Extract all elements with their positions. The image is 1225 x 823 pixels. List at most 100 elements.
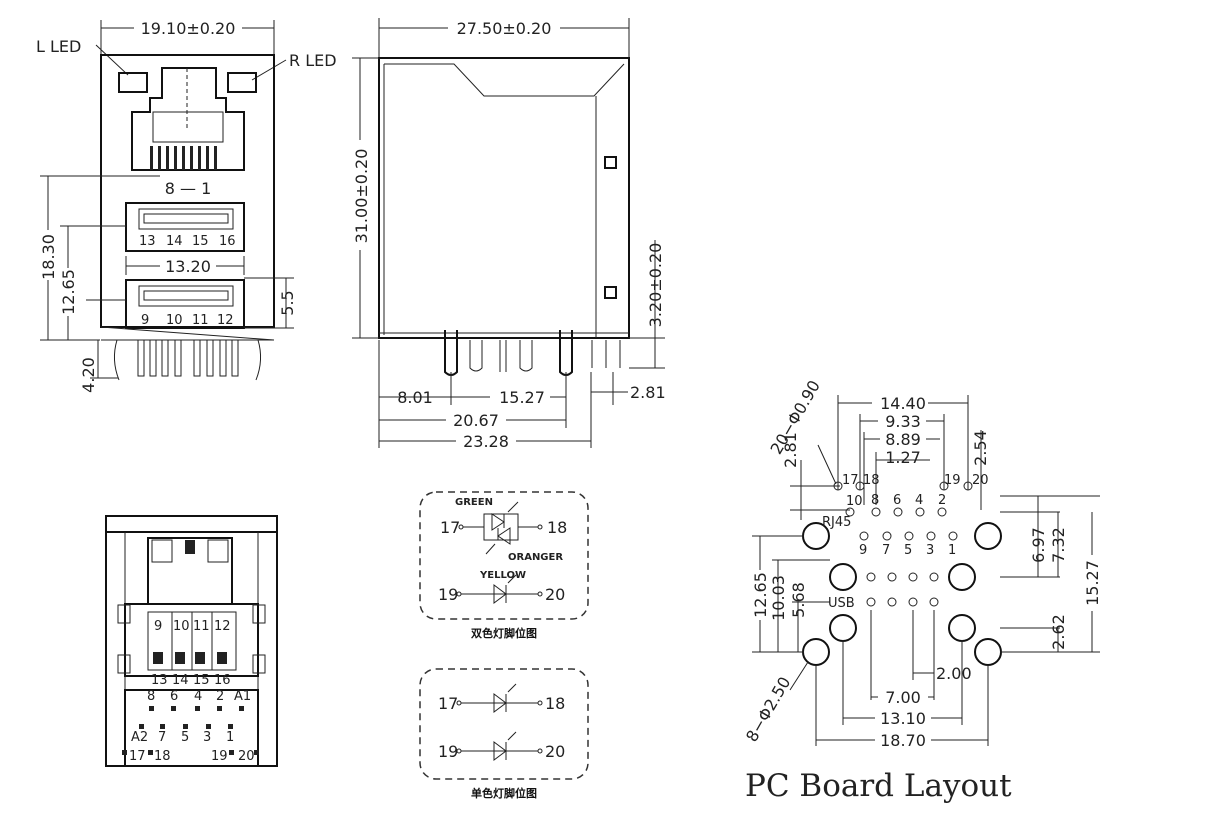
d-10-03: 10.03 xyxy=(769,575,788,621)
pcb-layout: 14.40 9.33 8.89 1.27 2.81 2.54 20−Φ0.90 xyxy=(742,377,1102,804)
side-pins xyxy=(444,330,621,376)
svg-text:20: 20 xyxy=(545,742,565,761)
svg-text:19: 19 xyxy=(438,742,458,761)
svg-text:17: 17 xyxy=(438,694,458,713)
rj45-pin-label: 8 — 1 xyxy=(165,179,212,198)
svg-text:18: 18 xyxy=(863,473,880,488)
d-7-00: 7.00 xyxy=(885,688,921,707)
svg-text:13: 13 xyxy=(139,234,156,249)
d-20-67: 20.67 xyxy=(453,411,499,430)
d-2-81: 2.81 xyxy=(630,383,666,402)
svg-text:1: 1 xyxy=(948,543,956,558)
pcb-large-holes xyxy=(802,522,1002,666)
svg-text:12: 12 xyxy=(217,313,234,328)
bicolor-caption: 双色灯脚位图 xyxy=(471,626,537,640)
d-23-28: 23.28 xyxy=(463,432,509,451)
d-1-27: 1.27 xyxy=(885,448,921,467)
d-6-97: 6.97 xyxy=(1029,527,1048,563)
usb-width-dim: 13.20 xyxy=(165,257,211,276)
svg-text:11: 11 xyxy=(193,619,210,634)
svg-text:10: 10 xyxy=(846,494,863,509)
front-legs xyxy=(100,326,275,381)
d-2-00: 2.00 xyxy=(936,664,972,683)
side-body xyxy=(378,57,630,339)
pcb-title: PC Board Layout xyxy=(745,768,1012,804)
bottom-view: 9 10 11 12 13 14 15 16 8 6 4 2 A1 A2 7 5… xyxy=(105,515,278,767)
svg-text:4: 4 xyxy=(194,689,202,704)
svg-text:20: 20 xyxy=(972,473,989,488)
d-14-40: 14.40 xyxy=(880,394,926,413)
svg-text:20: 20 xyxy=(545,585,565,604)
svg-text:4: 4 xyxy=(915,493,923,508)
svg-text:A2: A2 xyxy=(131,730,148,745)
svg-text:5: 5 xyxy=(181,730,189,745)
d-12-65-pcb: 12.65 xyxy=(751,572,770,618)
svg-text:20: 20 xyxy=(238,749,255,764)
svg-text:16: 16 xyxy=(214,673,231,688)
rj45-label: RJ45 xyxy=(822,515,851,530)
l-led-label: L LED xyxy=(36,37,81,56)
front-width-dim: 19.10±0.20 xyxy=(141,19,236,38)
d-2-81-pcb: 2.81 xyxy=(781,432,800,468)
usb-port-bottom xyxy=(125,279,245,329)
svg-text:A1: A1 xyxy=(234,689,251,704)
front-view: 19.10±0.20 L LED R LED 8 — 1 xyxy=(36,18,337,393)
l-led-window xyxy=(118,72,148,93)
yellow-label: YELLOW xyxy=(479,570,526,581)
svg-text:9: 9 xyxy=(141,313,149,328)
h-4-20-dim: 4.20 xyxy=(79,357,98,393)
green-label: GREEN xyxy=(455,497,493,508)
svg-text:2: 2 xyxy=(216,689,224,704)
svg-text:17: 17 xyxy=(440,518,460,537)
svg-text:18: 18 xyxy=(545,694,565,713)
side-width-dim: 27.50±0.20 xyxy=(457,19,552,38)
h-18-30-dim: 18.30 xyxy=(39,234,58,280)
d-15-27-pcb: 15.27 xyxy=(1083,560,1102,606)
svg-text:19: 19 xyxy=(211,749,228,764)
svg-text:8: 8 xyxy=(147,689,155,704)
svg-text:7: 7 xyxy=(882,543,890,558)
bicolor-led-diagram: GREEN ORANGER YELLOW 17 18 19 20 双色灯脚位图 xyxy=(419,491,589,640)
svg-text:17: 17 xyxy=(842,473,859,488)
d-2-62: 2.62 xyxy=(1049,614,1068,650)
svg-text:14: 14 xyxy=(166,234,183,249)
usb-port-top xyxy=(125,202,245,252)
d-13-10: 13.10 xyxy=(880,709,926,728)
svg-text:17: 17 xyxy=(129,749,146,764)
d-8-01: 8.01 xyxy=(397,388,433,407)
svg-text:19: 19 xyxy=(944,473,961,488)
svg-text:5: 5 xyxy=(904,543,912,558)
svg-text:10: 10 xyxy=(166,313,183,328)
r-led-label: R LED xyxy=(289,51,337,70)
rj45-port xyxy=(131,67,245,171)
svg-text:18: 18 xyxy=(154,749,171,764)
svg-text:15: 15 xyxy=(193,673,210,688)
d-18-70: 18.70 xyxy=(880,731,926,750)
svg-text:16: 16 xyxy=(219,234,236,249)
leg-height-dim: 3.20±0.20 xyxy=(646,243,665,328)
svg-text:6: 6 xyxy=(170,689,178,704)
svg-text:13: 13 xyxy=(151,673,168,688)
orange-label: ORANGER xyxy=(508,552,563,563)
svg-text:1: 1 xyxy=(226,730,234,745)
h-5-5-dim: 5.5 xyxy=(278,290,297,315)
monocolor-led-diagram: 17 18 19 20 单色灯脚位图 xyxy=(419,668,589,800)
svg-text:8: 8 xyxy=(871,493,879,508)
hole-large-label: 8−Φ2.50 xyxy=(742,673,794,745)
pcb-small-holes xyxy=(833,481,973,607)
svg-text:10: 10 xyxy=(173,619,190,634)
svg-text:3: 3 xyxy=(203,730,211,745)
h-12-65-dim: 12.65 xyxy=(59,269,78,315)
svg-text:6: 6 xyxy=(893,493,901,508)
side-height-dim: 31.00±0.20 xyxy=(352,149,371,244)
svg-text:9: 9 xyxy=(859,543,867,558)
monocolor-caption: 单色灯脚位图 xyxy=(471,786,537,800)
d-5-68: 5.68 xyxy=(789,582,808,618)
svg-text:2: 2 xyxy=(938,493,946,508)
usb-label: USB xyxy=(828,596,855,611)
svg-text:14: 14 xyxy=(172,673,189,688)
svg-text:15: 15 xyxy=(192,234,209,249)
r-led-window xyxy=(227,72,257,93)
